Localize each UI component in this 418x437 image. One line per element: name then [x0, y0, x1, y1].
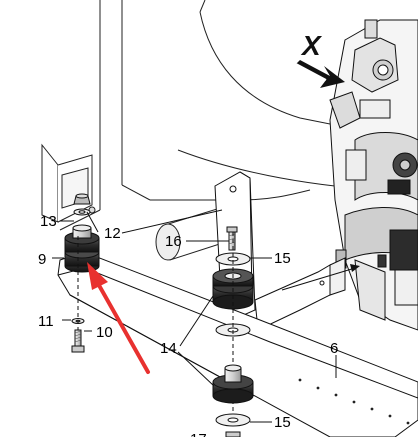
- callout-17: 17: [190, 431, 207, 437]
- callout-10: 10: [96, 324, 113, 341]
- remove-mark: X: [300, 30, 323, 61]
- callout-14: 14: [160, 340, 177, 357]
- callout-13: 13: [40, 213, 57, 230]
- callout-9: 9: [38, 251, 46, 268]
- pump-mount-bracket: [254, 257, 346, 331]
- bottom-nut-17: [225, 431, 241, 437]
- leader-lines: [52, 209, 337, 423]
- pump-assembly: [329, 19, 418, 331]
- left-bolt-10: [71, 236, 85, 353]
- left-washer-12: [73, 208, 91, 216]
- base-rail: [57, 251, 418, 437]
- center-bolt-16: [226, 226, 238, 251]
- remove-direction-arrow: [295, 60, 345, 88]
- left-rubber-mount: [64, 224, 100, 273]
- callout-15-upper: 15: [274, 250, 291, 267]
- callout-6: 6: [330, 340, 338, 357]
- bracket-leader-line: [281, 267, 356, 291]
- red-pointer-arrow: [87, 262, 150, 374]
- callout-12: 12: [104, 225, 121, 242]
- bracket-leader-arrowhead: [350, 264, 360, 272]
- lower-rubber-mount-14: [212, 364, 254, 404]
- crossbar-tube: [155, 204, 233, 261]
- callout-16: 16: [165, 233, 182, 250]
- lower-washer-15: [215, 413, 251, 427]
- callout-11: 11: [38, 313, 54, 330]
- callout-15-lower: 15: [274, 414, 291, 431]
- left-nut-13: [73, 193, 91, 205]
